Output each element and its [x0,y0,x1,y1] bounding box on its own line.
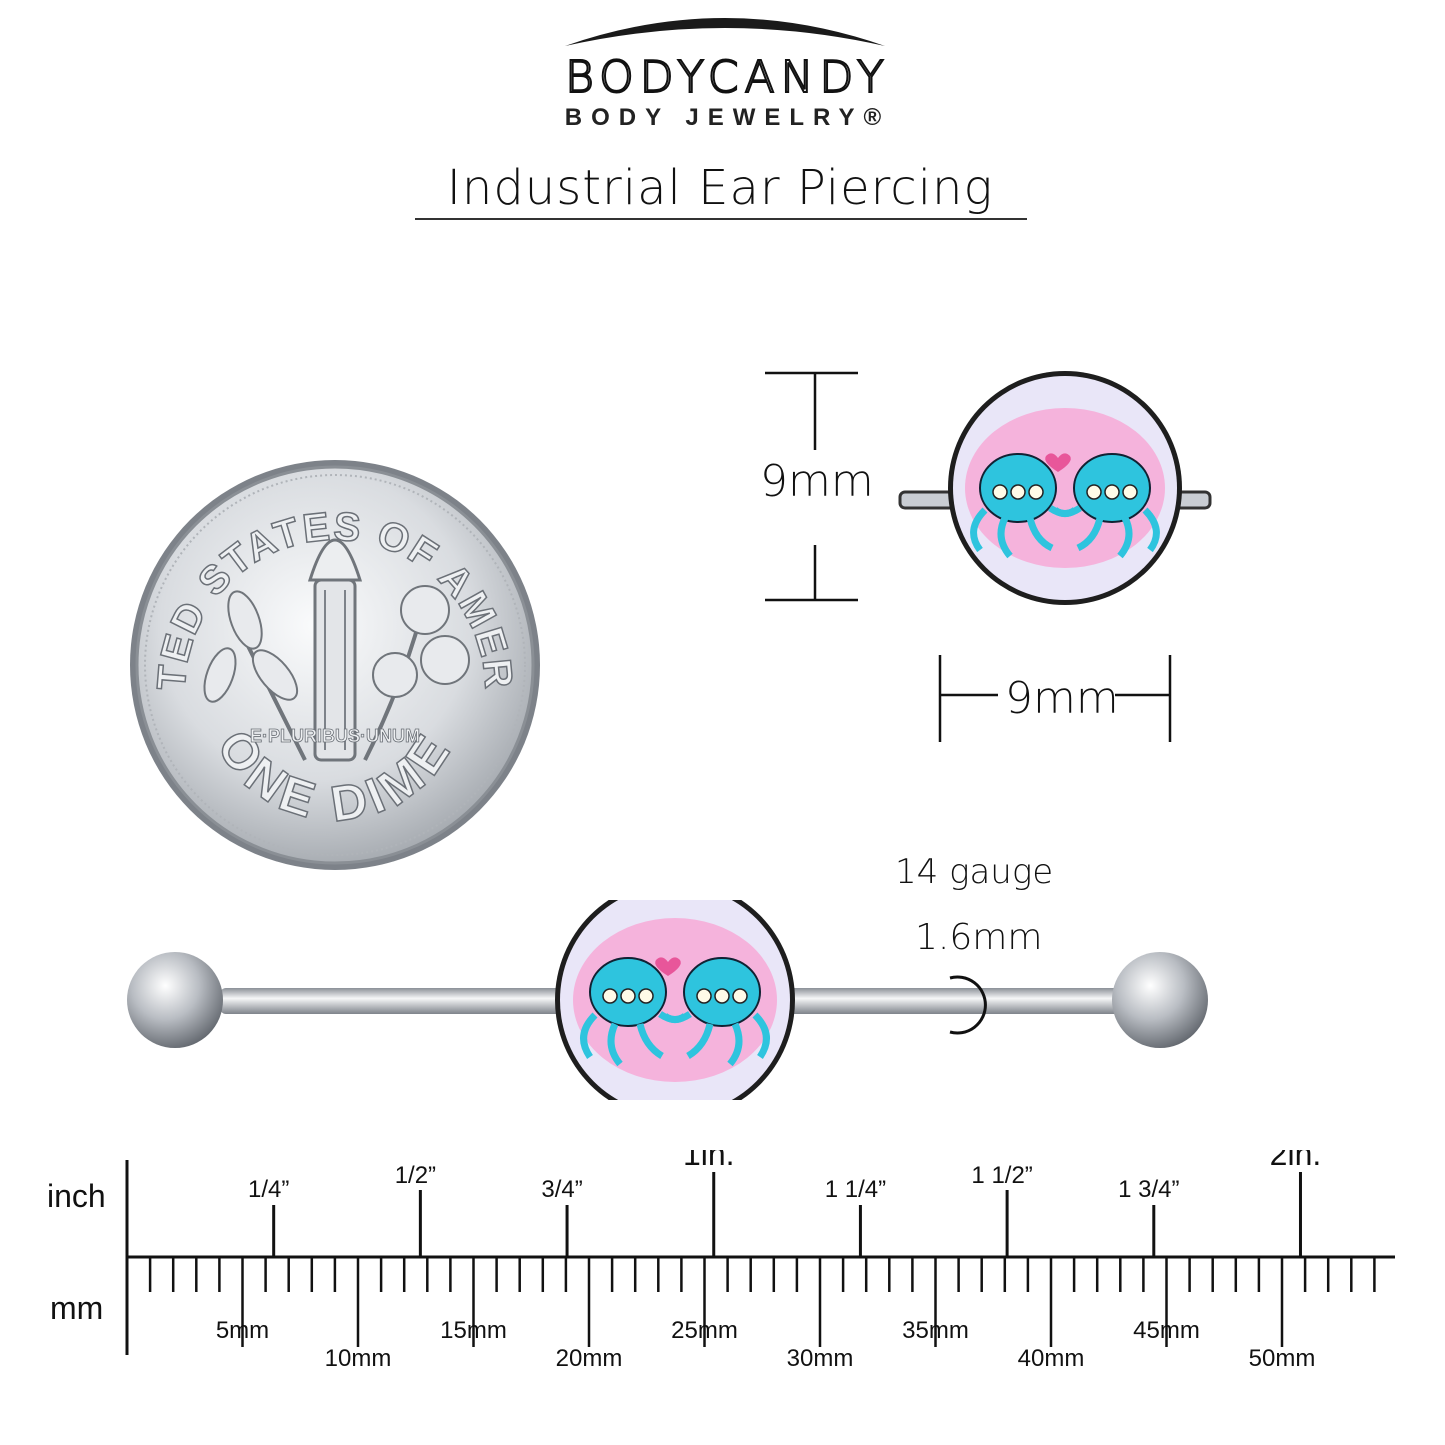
ruler-inch-mark-label: 3/4” [541,1176,582,1203]
coin-motto: E·PLURIBUS·UNUM [250,726,420,746]
ruler-inch-label: inch [47,1178,106,1214]
page-title: Industrial Ear Piercing [446,160,994,216]
ruler-mm-mark-label: 40mm [1018,1345,1085,1372]
ruler-mm-mark-label: 5mm [216,1317,269,1344]
ruler-inch-mark-label: 2in. [1270,1150,1322,1172]
industrial-barbell-image [127,900,1208,1100]
disc-dimension-diagram [765,371,1212,742]
ruler-mm-label: mm [50,1290,104,1326]
barbell-ball-left [127,952,223,1048]
ruler-inch-mark-label: 1/4” [248,1176,289,1203]
ruler-inch-mark-label: 1 1/4” [825,1176,886,1203]
ruler-mm-mark-label: 10mm [325,1345,392,1372]
measurement-ruler: 5mm 10mm 15mm 20mm 25mm 30mm 35mm 40mm 45mm 50mm 1… [125,1150,1395,1372]
ruler-mm-mark-label: 35mm [902,1317,969,1344]
octopus-disc [555,900,795,1100]
ruler-mm-mark-label: 30mm [787,1345,854,1372]
ruler-mm-mark-label: 50mm [1249,1345,1316,1372]
gauge-indicator-arc [949,975,987,1035]
octopus-disc-top [948,371,1182,605]
dime-coin-image: UNITED STATES OF AMERICA ONE DIME E·PLUR… [125,460,540,870]
ruler-mm-mark-label: 15mm [440,1317,507,1344]
ruler-inch-mark-label: 1 3/4” [1118,1176,1179,1203]
gauge-mm-label: 1.6mm [915,917,1043,958]
width-dimension-label: 9mm [1005,673,1119,724]
ruler-inch-mark-label: 1in. [683,1150,735,1172]
height-dimension-label: 9mm [760,456,874,507]
gauge-label: 14 gauge [895,852,1054,892]
ruler-inch-mark-label: 1 1/2” [971,1162,1032,1189]
ruler-mm-mark-label: 45mm [1133,1317,1200,1344]
ruler-mm-mark-label: 25mm [671,1317,738,1344]
ruler-mm-mark-label: 20mm [556,1345,623,1372]
brand-logo: BODYCANDY [564,52,890,103]
brand-tagline: BODY JEWELRY® [564,104,891,131]
barbell-ball-right [1112,952,1208,1048]
brand-logo-arc [565,18,885,46]
title-underline [415,218,1027,220]
ruler-inch-mark-label: 1/2” [395,1162,436,1189]
